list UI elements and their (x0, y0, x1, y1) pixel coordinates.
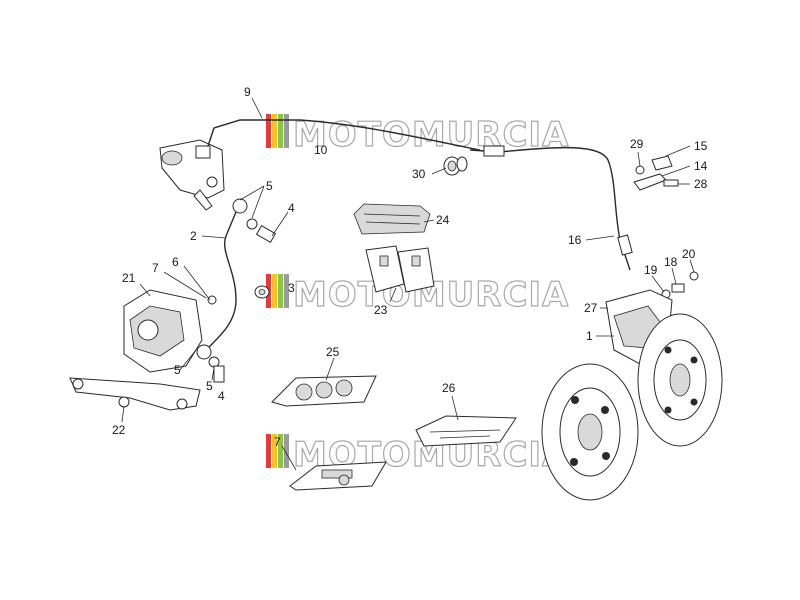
brake-disc-front (637, 313, 723, 447)
callout-9: 9 (244, 85, 251, 99)
brake-hose-2 (196, 198, 248, 360)
callout-19: 19 (644, 263, 658, 277)
watermark-text: MOTOMURCIA (293, 115, 569, 155)
callout-26: 26 (442, 381, 456, 395)
master-cylinder (159, 139, 225, 211)
callout-23: 23 (374, 303, 388, 317)
brake-hose-10 (299, 119, 481, 151)
callout-7-upper: 7 (152, 261, 159, 275)
brake-pad-shim-24 (353, 203, 431, 235)
kit-26 (415, 415, 517, 447)
callout-14: 14 (694, 159, 708, 173)
brake-hose-16 (469, 145, 633, 271)
callout-18: 18 (664, 255, 678, 269)
seal-kit-25 (271, 375, 377, 407)
callout-7-lower: 7 (274, 435, 281, 449)
callout-2: 2 (190, 229, 197, 243)
callout-4-lower: 4 (218, 389, 225, 403)
callout-10: 10 (314, 143, 328, 157)
callout-20: 20 (682, 247, 696, 261)
callout-28: 28 (694, 177, 708, 191)
callout-4-upper: 4 (288, 201, 295, 215)
callout-27: 27 (584, 301, 598, 315)
callout-25: 25 (326, 345, 340, 359)
callout-1: 1 (586, 329, 593, 343)
grommet-30 (443, 156, 468, 176)
callout-5-right: 5 (206, 379, 213, 393)
banjo-bolt-4-lower (208, 356, 225, 383)
washer-3 (254, 285, 270, 299)
callout-30: 30 (412, 167, 426, 181)
brake-disc-rear (541, 363, 639, 501)
brake-pads-23 (365, 245, 435, 293)
watermark-top: MOTOMURCIA (266, 114, 569, 156)
small-parts-cluster (633, 155, 679, 191)
leader-lines (121, 97, 695, 471)
caliper-bracket (69, 377, 201, 411)
callout-15: 15 (694, 139, 708, 153)
kit-7-lower (289, 461, 387, 491)
brake-hose-9 (207, 119, 300, 147)
callout-labels: 9 10 5 4 2 21 7 6 3 5 5 4 22 30 24 23 25… (112, 85, 708, 449)
callout-22: 22 (112, 423, 126, 437)
callout-21: 21 (122, 271, 136, 285)
callout-5-upper: 5 (266, 179, 273, 193)
callout-29: 29 (630, 137, 644, 151)
callout-5-left: 5 (174, 363, 181, 377)
rear-caliper (123, 289, 217, 373)
callout-16: 16 (568, 233, 582, 247)
fixing-18 (671, 283, 685, 293)
callout-3: 3 (288, 281, 295, 295)
fixing-20 (689, 271, 699, 281)
callout-6: 6 (172, 255, 179, 269)
callout-24: 24 (436, 213, 450, 227)
banjo-bolt-4-upper (246, 218, 277, 244)
